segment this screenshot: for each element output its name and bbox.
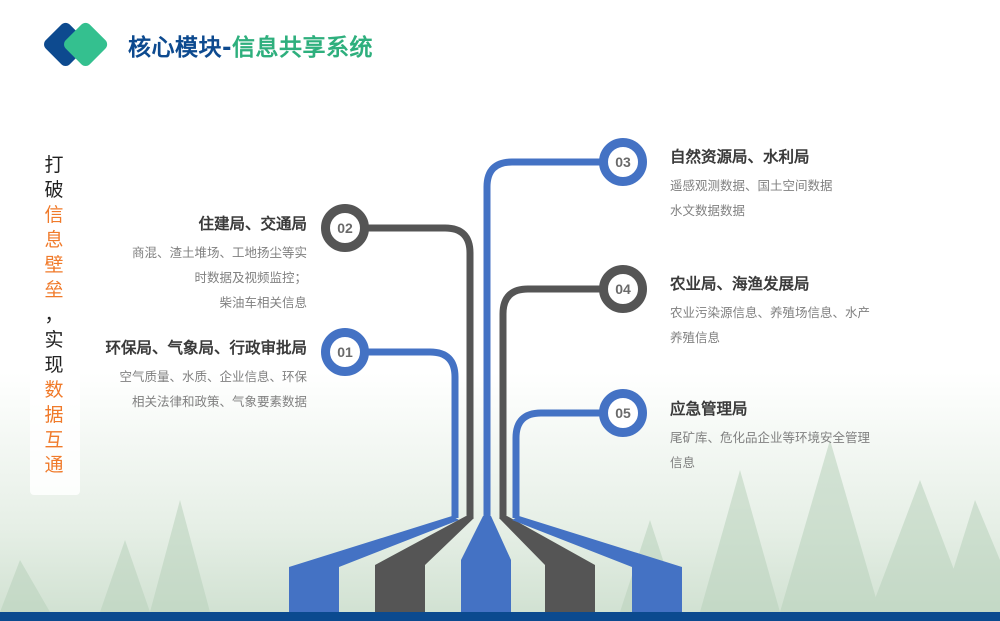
node-line: 柴油车相关信息 xyxy=(219,295,307,310)
node-title: 住建局、交通局 xyxy=(198,215,307,233)
node-line: 商混、渣土堆场、工地扬尘等实 xyxy=(131,245,307,260)
node-number: 01 xyxy=(337,344,353,360)
node-02-text: 住建局、交通局 商混、渣土堆场、工地扬尘等实 时数据及视频监控； 柴油车相关信息 xyxy=(47,213,307,315)
branch-05 xyxy=(512,409,623,518)
slogan-char: ， xyxy=(44,304,64,326)
slogan-char: 破 xyxy=(44,179,64,201)
slogan-char: 现 xyxy=(44,354,64,376)
slogan-char: 垒 xyxy=(44,279,64,301)
slogan-char: 实 xyxy=(44,329,64,351)
node-number: 02 xyxy=(337,220,353,236)
branch-01 xyxy=(345,348,459,518)
node-03: 03 xyxy=(599,138,647,186)
page-title: 核心模块-信息共享系统 xyxy=(128,28,373,62)
slogan-char: 数 xyxy=(44,379,64,401)
branch-03 xyxy=(483,158,623,518)
node-title: 自然资源局、水利局 xyxy=(670,148,810,166)
node-number: 05 xyxy=(615,405,631,421)
node-line: 信息 xyxy=(670,455,696,470)
node-line: 农业污染源信息、养殖场信息、水产 xyxy=(670,305,871,320)
logo-icon xyxy=(44,22,108,66)
node-title: 农业局、海渔发展局 xyxy=(670,275,810,293)
root-bar-2 xyxy=(375,516,474,612)
slogan-char: 互 xyxy=(44,429,64,451)
node-number: 04 xyxy=(615,281,631,297)
node-line: 相关法律和政策、气象要素数据 xyxy=(131,394,307,409)
slogan-char: 据 xyxy=(44,404,64,426)
node-line: 空气质量、水质、企业信息、环保 xyxy=(119,369,307,384)
node-04-text: 农业局、海渔发展局 农业污染源信息、养殖场信息、水产 养殖信息 xyxy=(670,273,930,350)
root-bar-1 xyxy=(289,516,459,612)
branch-04 xyxy=(499,285,623,518)
node-03-text: 自然资源局、水利局 遥感观测数据、国土空间数据 水文数据数据 xyxy=(670,146,930,223)
title-part2: 信息共享系统 xyxy=(232,35,374,61)
slogan-char: 通 xyxy=(44,454,64,476)
bottom-bar xyxy=(0,612,1000,621)
node-01-text: 环保局、气象局、行政审批局 空气质量、水质、企业信息、环保 相关法律和政策、气象… xyxy=(47,337,307,414)
title-part1: 核心模块- xyxy=(128,35,233,61)
slogan-vertical: 打破信息壁垒 ， 实现数据互通 xyxy=(42,153,66,478)
node-05: 05 xyxy=(599,389,647,437)
root-bar-5 xyxy=(512,516,682,612)
node-title: 环保局、气象局、行政审批局 xyxy=(105,339,307,357)
branch-02 xyxy=(345,224,474,518)
slogan-char: 信 xyxy=(44,204,64,226)
node-title: 应急管理局 xyxy=(670,400,748,418)
node-number: 03 xyxy=(615,154,631,170)
slogan-char: 壁 xyxy=(44,254,64,276)
node-01: 01 xyxy=(321,328,369,376)
node-line: 尾矿库、危化品企业等环境安全管理 xyxy=(670,430,871,445)
slogan-box xyxy=(30,145,80,495)
node-04: 04 xyxy=(599,265,647,313)
node-02: 02 xyxy=(321,204,369,252)
node-line: 遥感观测数据、国土空间数据 xyxy=(670,178,833,193)
root-bar-4 xyxy=(499,516,595,612)
root-bar-3 xyxy=(461,516,511,612)
node-line: 养殖信息 xyxy=(670,330,721,345)
node-05-text: 应急管理局 尾矿库、危化品企业等环境安全管理 信息 xyxy=(670,398,930,475)
slogan-char: 息 xyxy=(44,229,64,251)
slogan-char: 打 xyxy=(44,154,64,176)
node-line: 时数据及视频监控； xyxy=(194,270,307,285)
node-line: 水文数据数据 xyxy=(670,203,746,218)
